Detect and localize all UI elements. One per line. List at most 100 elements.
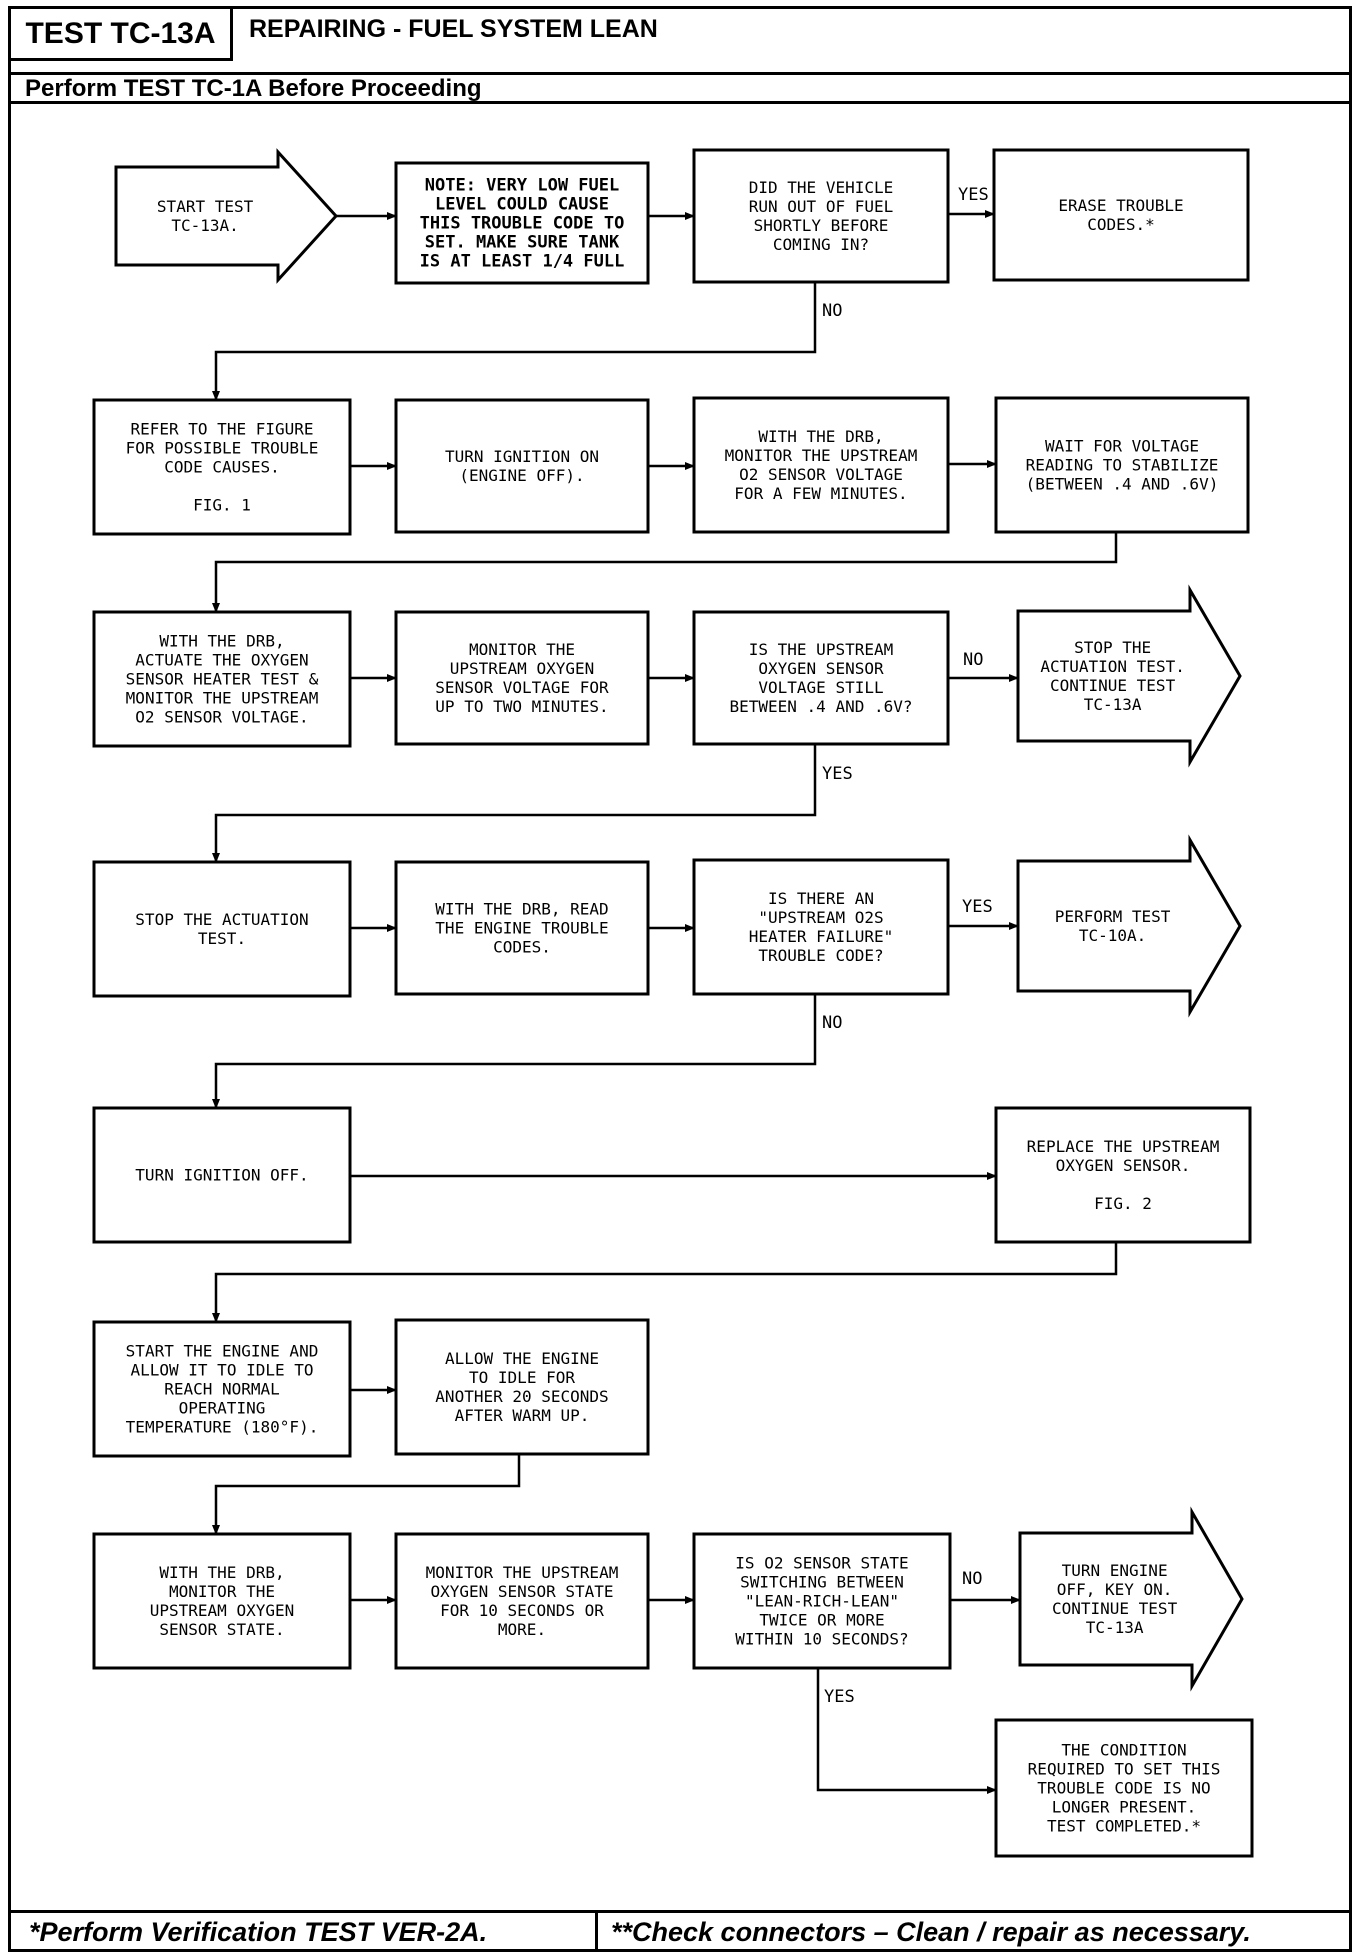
- connector: [212, 1242, 1118, 1323]
- node-box: [692, 858, 950, 996]
- node-text-line: START TEST: [157, 197, 254, 216]
- edge-label: NO: [962, 1569, 982, 1589]
- terminal-arrow-shape: [1018, 1506, 1244, 1692]
- node-text-line: WITH THE DRB,: [758, 427, 883, 446]
- node-text-line: MONITOR THE: [469, 640, 575, 659]
- node-text-line: TURN ENGINE: [1062, 1561, 1168, 1580]
- page-title: REPAIRING - FUEL SYSTEM LEAN: [249, 15, 658, 43]
- node-text-line: PERFORM TEST: [1055, 907, 1171, 926]
- node-text-line: READING TO STABILIZE: [1026, 455, 1219, 474]
- test-id: TEST TC-13A: [11, 9, 233, 61]
- node-text-line: DID THE VEHICLE: [749, 178, 894, 197]
- node-box: [394, 860, 650, 996]
- edge-label: YES: [962, 897, 993, 917]
- node-box: [994, 1718, 1254, 1858]
- node-text-line: REPLACE THE UPSTREAM: [1027, 1137, 1220, 1156]
- node-text-line: WAIT FOR VOLTAGE: [1045, 436, 1199, 455]
- node-text-line: COMING IN?: [773, 235, 869, 254]
- node-text-line: MONITOR THE: [169, 1582, 275, 1601]
- node-text-line: SHORTLY BEFORE: [754, 216, 889, 235]
- node-text-line: TWICE OR MORE: [759, 1610, 884, 1629]
- node-text-line: THE CONDITION: [1061, 1740, 1186, 1759]
- connector: [212, 532, 1118, 613]
- diagram-frame: [8, 104, 1352, 1910]
- node-text-line: MONITOR THE UPSTREAM: [426, 1563, 619, 1582]
- node-text-line: TC-13A.: [171, 216, 238, 235]
- node-text-line: UPSTREAM OXYGEN: [150, 1601, 295, 1620]
- node-text-line: TEMPERATURE (180°F).: [126, 1417, 319, 1436]
- node-ign-on: TURN IGNITION ON(ENGINE OFF).: [394, 398, 650, 534]
- terminal-arrow-shape: [1016, 584, 1242, 768]
- node-text-line: MORE.: [498, 1620, 546, 1639]
- node-text-line: (BETWEEN .4 AND .6V): [1026, 474, 1219, 493]
- node-box: [394, 610, 650, 746]
- connector: [212, 282, 817, 401]
- footer-note-connectors: **Check connectors – Clean / repair as n…: [611, 1917, 1251, 1947]
- node-text-line: "LEAN-RICH-LEAN": [745, 1591, 899, 1610]
- node-box: [692, 148, 950, 284]
- node-text-line: SENSOR STATE.: [159, 1620, 284, 1639]
- connector: [212, 744, 817, 863]
- node-text-line: CODES.*: [1087, 215, 1154, 234]
- node-text-line: SENSOR HEATER TEST &: [126, 669, 319, 688]
- edge-label: YES: [824, 1687, 855, 1707]
- node-text-line: REQUIRED TO SET THIS: [1028, 1759, 1221, 1778]
- node-box: [92, 1106, 352, 1244]
- node-box: [92, 1532, 352, 1670]
- node-text-line: SENSOR VOLTAGE FOR: [435, 678, 609, 697]
- node-text-line: CODES.: [493, 937, 551, 956]
- node-text-line: CONTINUE TEST: [1050, 676, 1176, 695]
- node-box: [394, 1318, 650, 1456]
- node-text-line: FOR A FEW MINUTES.: [734, 484, 907, 503]
- node-text-line: UPSTREAM OXYGEN: [450, 659, 595, 678]
- node-text-line: STOP THE: [1074, 638, 1151, 657]
- node-text-line: LEVEL COULD CAUSE: [435, 194, 609, 214]
- node-text-line: MONITOR THE UPSTREAM: [126, 688, 319, 707]
- terminal-arrow-shape: [114, 148, 339, 284]
- node-text-line: STOP THE ACTUATION: [135, 910, 308, 929]
- node-text-line: IS O2 SENSOR STATE: [735, 1553, 908, 1572]
- node-text-line: IS THERE AN: [768, 889, 874, 908]
- node-box: [394, 161, 650, 285]
- node-text-line: BETWEEN .4 AND .6V?: [729, 697, 912, 716]
- node-text-line: (ENGINE OFF).: [459, 466, 584, 485]
- node-text-line: ALLOW THE ENGINE: [445, 1349, 599, 1368]
- node-text-line: FIG. 1: [193, 495, 251, 514]
- node-text-line: TO IDLE FOR: [469, 1368, 575, 1387]
- node-text-line: TURN IGNITION OFF.: [135, 1165, 308, 1184]
- node-text-line: FOR 10 SECONDS OR: [440, 1601, 604, 1620]
- node-text-line: THIS TROUBLE CODE TO: [420, 213, 625, 233]
- node-text-line: VOLTAGE STILL: [758, 678, 883, 697]
- node-text-line: TROUBLE CODE IS NO: [1037, 1778, 1210, 1797]
- node-text-line: WITH THE DRB,: [159, 631, 284, 650]
- connector: [212, 994, 817, 1109]
- footer-divider: [595, 1913, 598, 1949]
- node-box: [994, 1106, 1252, 1244]
- node-box: [92, 860, 352, 998]
- node-box: [692, 1532, 952, 1670]
- node-text-line: OXYGEN SENSOR.: [1056, 1156, 1191, 1175]
- node-box: [394, 1532, 650, 1670]
- node-text-line: SET. MAKE SURE TANK: [425, 232, 620, 252]
- node-text-line: CODE CAUSES.: [164, 457, 280, 476]
- node-text-line: IS AT LEAST 1/4 FULL: [420, 251, 625, 271]
- node-text-line: "UPSTREAM O2S: [758, 908, 883, 927]
- node-text-line: START THE ENGINE AND: [126, 1341, 319, 1360]
- node-text-line: ERASE TROUBLE: [1058, 196, 1183, 215]
